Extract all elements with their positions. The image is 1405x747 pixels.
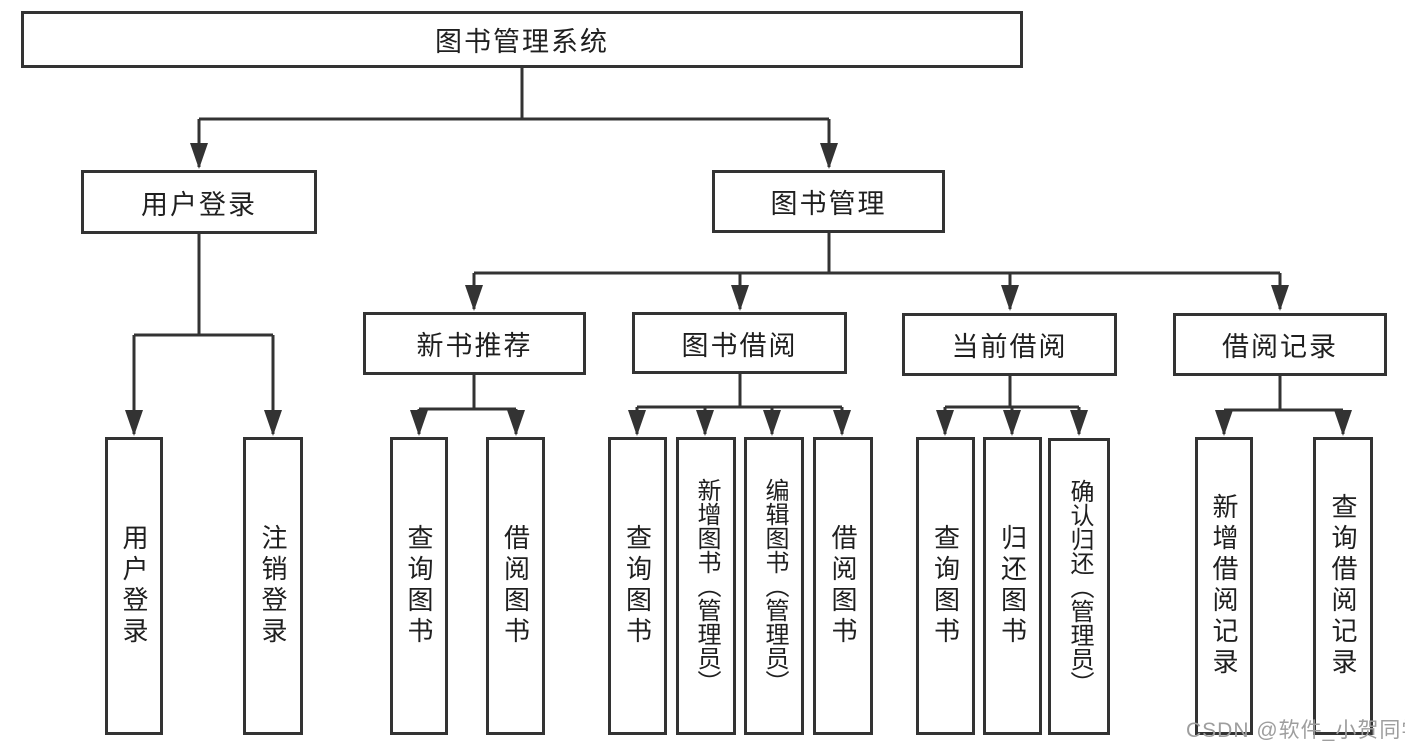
leaf-user-login: 用户登录: [105, 437, 163, 735]
leaf-query-borrow-record: 查询借阅记录: [1313, 437, 1373, 735]
leaf-return-books: 归还图书: [983, 437, 1042, 735]
node-label: 当前借阅: [951, 332, 1068, 362]
node-borrow-records: 借阅记录: [1173, 313, 1387, 376]
node-root-library-system: 图书管理系统: [21, 11, 1023, 68]
csdn-watermark: CSDN @软件_小贺同学: [1186, 719, 1405, 742]
leaf-query-books-3: 查询图书: [916, 437, 975, 735]
connector-currentborrow-to-leaves: [943, 376, 1081, 434]
leaf-query-books-1: 查询图书: [390, 437, 448, 735]
leaf-add-books-admin: 新增图书（管理员）: [676, 437, 736, 735]
node-label: 查询借阅记录: [1328, 493, 1358, 679]
leaf-edit-books-admin: 编辑图书（管理员）: [744, 437, 804, 735]
node-label: 图书借阅: [681, 330, 798, 361]
node-label: 借阅图书: [828, 524, 858, 648]
connector-root-to-level2: [197, 68, 831, 167]
node-label: 图书管理系统: [435, 27, 609, 57]
node-label: 查询图书: [404, 524, 434, 648]
node-book-borrow: 图书借阅: [632, 312, 847, 374]
connector-newbooks-to-leaves: [417, 375, 518, 434]
leaf-logout: 注销登录: [243, 437, 303, 735]
leaf-borrow-books-1: 借阅图书: [486, 437, 545, 735]
node-label: 新增图书（管理员）: [693, 478, 720, 694]
node-label: 借阅记录: [1222, 332, 1338, 362]
node-label: 用户登录: [141, 189, 257, 220]
node-label: 归还图书: [997, 524, 1028, 648]
node-label: 确认归还（管理员）: [1066, 478, 1093, 695]
leaf-add-borrow-record: 新增借阅记录: [1195, 437, 1253, 735]
leaf-query-books-2: 查询图书: [608, 437, 667, 735]
node-label: 查询图书: [930, 524, 961, 648]
node-label: 查询图书: [622, 524, 653, 648]
node-label: 编辑图书（管理员）: [761, 478, 788, 694]
connector-userlogin-to-leaves: [132, 234, 275, 434]
node-label: 借阅图书: [500, 524, 531, 648]
node-label: 图书管理: [770, 189, 887, 219]
leaf-confirm-return-admin: 确认归还（管理员）: [1048, 438, 1110, 735]
connector-bookmgmt-to-level3: [472, 233, 1282, 309]
node-new-book-recommend: 新书推荐: [363, 312, 586, 375]
node-label: 新书推荐: [416, 331, 533, 361]
node-book-management: 图书管理: [712, 170, 945, 233]
node-label: 新增借阅记录: [1209, 493, 1239, 679]
node-label: 用户登录: [119, 524, 149, 648]
node-user-login: 用户登录: [81, 170, 317, 234]
node-current-borrow: 当前借阅: [902, 313, 1117, 376]
leaf-borrow-books-2: 借阅图书: [813, 437, 873, 735]
connector-records-to-leaves: [1222, 376, 1345, 434]
connector-bookborrow-to-leaves: [635, 374, 844, 434]
node-label: 注销登录: [258, 524, 288, 648]
